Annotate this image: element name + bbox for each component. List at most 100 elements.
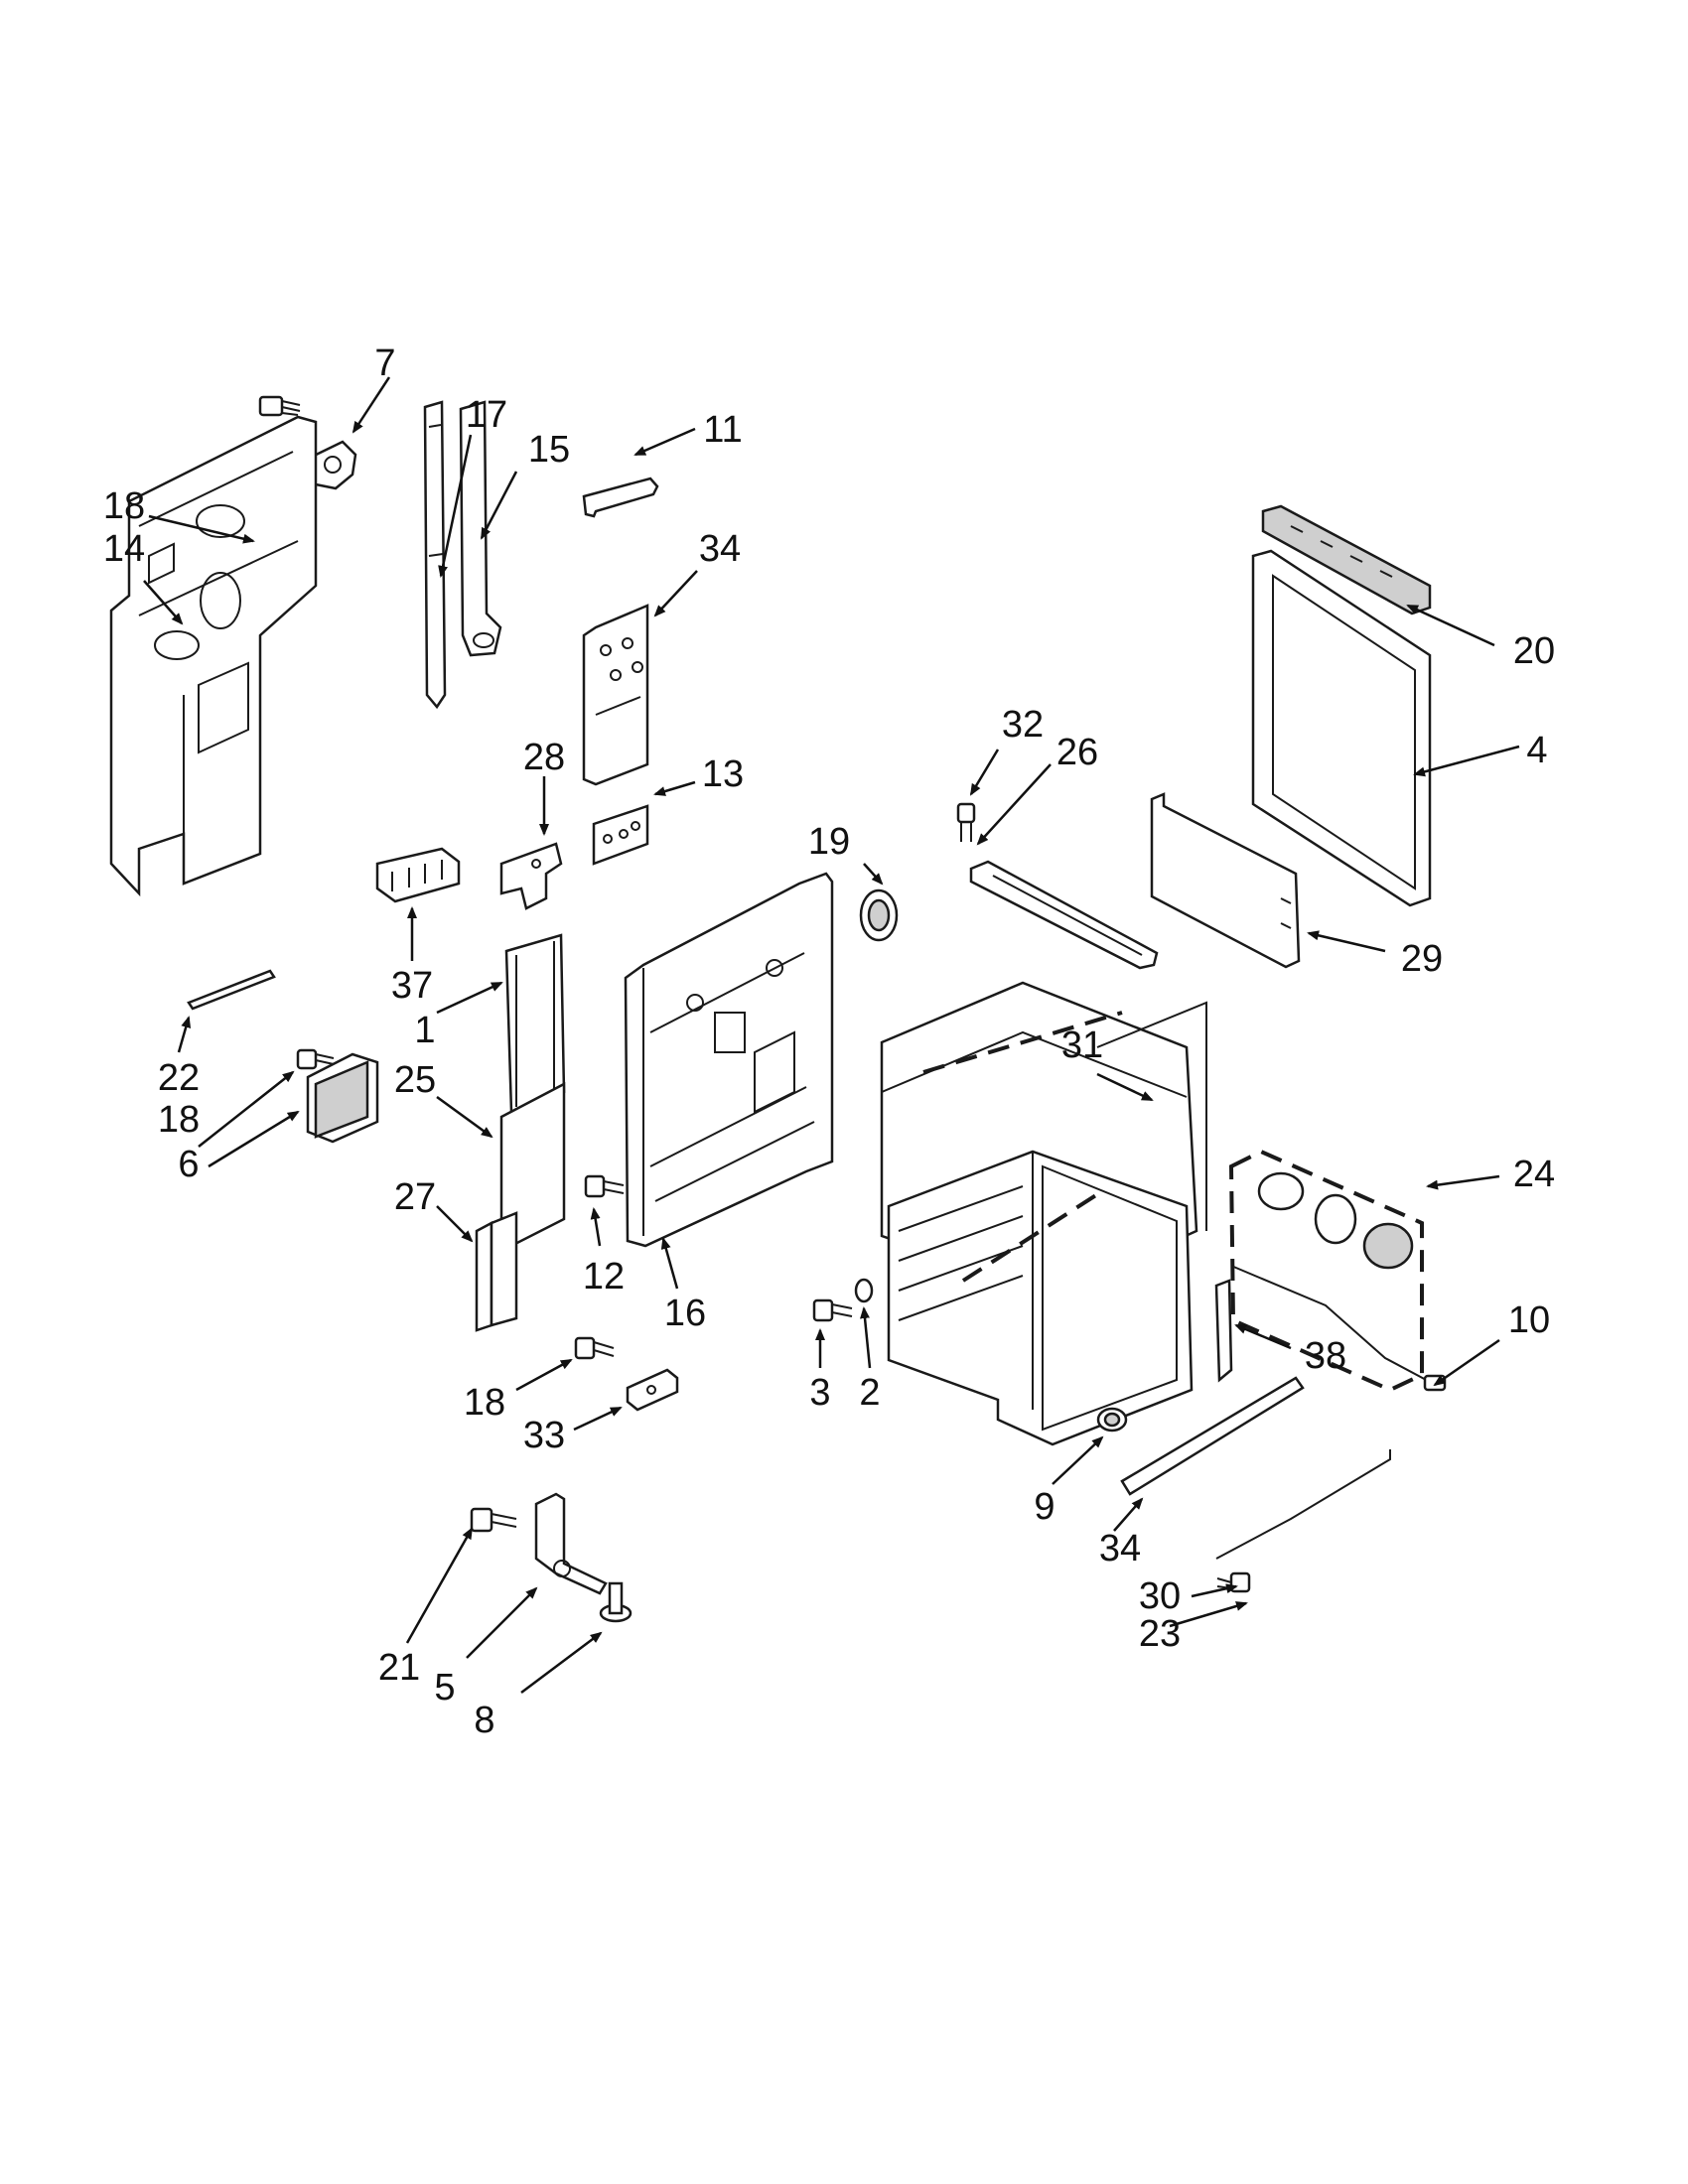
callout-18-top: 18 bbox=[103, 485, 145, 527]
part-33-bracket bbox=[626, 1368, 679, 1412]
callout-28: 28 bbox=[523, 737, 565, 778]
leader-9 bbox=[1052, 1435, 1104, 1485]
callout-18-mid: 18 bbox=[158, 1099, 200, 1141]
leader-31 bbox=[1096, 1072, 1154, 1102]
callout-15: 15 bbox=[528, 429, 570, 471]
part-3-screw bbox=[812, 1298, 853, 1322]
callout-11: 11 bbox=[703, 409, 742, 451]
leader-24 bbox=[1426, 1174, 1500, 1190]
callout-14: 14 bbox=[103, 528, 145, 570]
part-37-terminal-block bbox=[375, 847, 461, 903]
leader-33 bbox=[573, 1406, 623, 1432]
leader-13 bbox=[653, 780, 696, 796]
part-22-strip bbox=[187, 969, 276, 1011]
callout-labels: 7 17 15 11 18 14 34 20 32 26 4 28 13 19 … bbox=[103, 342, 1555, 1741]
callout-5: 5 bbox=[434, 1667, 455, 1708]
leader-34a bbox=[653, 570, 698, 617]
leader-7 bbox=[352, 376, 391, 434]
leader-20 bbox=[1406, 604, 1495, 647]
leader-lines bbox=[143, 376, 1520, 1694]
part-18-screw-top bbox=[258, 395, 301, 417]
callout-25: 25 bbox=[394, 1059, 436, 1101]
leader-17 bbox=[438, 434, 473, 578]
callout-6: 6 bbox=[178, 1144, 199, 1185]
part-26-rail bbox=[969, 860, 1159, 970]
callout-16: 16 bbox=[664, 1293, 706, 1334]
part-17-duct bbox=[423, 400, 447, 710]
callout-13: 13 bbox=[702, 753, 744, 795]
callout-8: 8 bbox=[474, 1700, 494, 1741]
callout-22: 22 bbox=[158, 1057, 200, 1099]
callout-4: 4 bbox=[1526, 730, 1547, 771]
callout-38: 38 bbox=[1305, 1335, 1346, 1377]
callout-10: 10 bbox=[1508, 1299, 1550, 1341]
leader-18c bbox=[515, 1358, 573, 1392]
part-12-screw bbox=[584, 1174, 625, 1198]
callout-17: 17 bbox=[466, 394, 507, 436]
leader-14 bbox=[143, 580, 184, 625]
leader-38 bbox=[1234, 1323, 1292, 1350]
callout-7: 7 bbox=[374, 342, 395, 384]
callout-29: 29 bbox=[1401, 938, 1443, 980]
callout-1: 1 bbox=[414, 1010, 435, 1051]
part-38-sensor bbox=[1214, 1279, 1233, 1383]
leader-10 bbox=[1433, 1338, 1500, 1387]
leader-30 bbox=[1191, 1583, 1238, 1598]
leader-11 bbox=[633, 427, 696, 457]
part-19-grommet bbox=[859, 888, 899, 942]
part-27-bracket bbox=[475, 1211, 518, 1332]
part-18-screw-mid bbox=[296, 1048, 335, 1070]
part-21-screw bbox=[470, 1507, 517, 1533]
part-34-panel-top bbox=[582, 604, 649, 786]
part-29-plate bbox=[1150, 792, 1301, 969]
leader-21 bbox=[405, 1527, 474, 1644]
leader-34b bbox=[1113, 1497, 1144, 1532]
part-31-oven-cavity bbox=[880, 981, 1207, 1446]
leader-25 bbox=[436, 1095, 493, 1139]
callout-2: 2 bbox=[859, 1372, 880, 1414]
leader-23 bbox=[1169, 1601, 1248, 1628]
callout-26: 26 bbox=[1056, 732, 1098, 773]
leader-1 bbox=[436, 981, 503, 1015]
leader-15 bbox=[480, 471, 518, 540]
callout-18-low: 18 bbox=[464, 1382, 505, 1424]
part-34-strip-bottom bbox=[1120, 1376, 1305, 1496]
leader-32 bbox=[969, 749, 1000, 796]
callout-37: 37 bbox=[391, 965, 433, 1007]
part-18-screw-low bbox=[574, 1336, 615, 1360]
part-32-screw bbox=[956, 802, 976, 842]
part-15-tube bbox=[459, 400, 502, 657]
callout-19: 19 bbox=[808, 821, 850, 863]
leader-12 bbox=[590, 1207, 602, 1247]
part-25-plate bbox=[499, 1081, 566, 1254]
callout-9: 9 bbox=[1034, 1486, 1055, 1528]
part-11-bracket bbox=[582, 477, 659, 518]
callout-32: 32 bbox=[1002, 704, 1044, 746]
callout-12: 12 bbox=[583, 1256, 625, 1297]
callout-21: 21 bbox=[378, 1647, 420, 1689]
callout-34-bottom: 34 bbox=[1099, 1528, 1141, 1570]
callout-31: 31 bbox=[1061, 1024, 1103, 1066]
leader-2 bbox=[860, 1306, 872, 1369]
leader-27 bbox=[436, 1205, 474, 1243]
leader-16 bbox=[660, 1237, 679, 1290]
leader-22 bbox=[177, 1016, 192, 1053]
callout-33: 33 bbox=[523, 1415, 565, 1456]
part-24-light-assembly bbox=[1228, 1149, 1424, 1393]
callout-24: 24 bbox=[1513, 1154, 1555, 1195]
leader-18b bbox=[198, 1070, 295, 1148]
callout-23: 23 bbox=[1139, 1613, 1181, 1655]
callout-20: 20 bbox=[1513, 630, 1555, 672]
leader-19 bbox=[863, 863, 884, 886]
part-30-wire bbox=[1215, 1449, 1391, 1560]
part-13-plate bbox=[592, 804, 649, 866]
part-9-plug bbox=[1096, 1407, 1128, 1433]
leader-4 bbox=[1413, 745, 1520, 777]
leader-29 bbox=[1307, 930, 1386, 953]
callout-30: 30 bbox=[1139, 1575, 1181, 1617]
leader-6 bbox=[208, 1110, 300, 1168]
part-16-side-panel bbox=[624, 872, 834, 1248]
part-8-leveling-leg bbox=[599, 1581, 633, 1623]
part-4-door-frame bbox=[1251, 549, 1432, 907]
